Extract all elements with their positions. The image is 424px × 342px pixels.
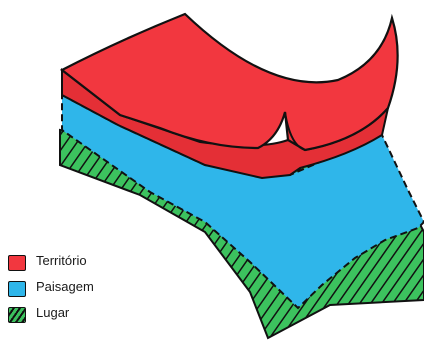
legend-label-paisagem: Paisagem [36,279,94,294]
legend-swatch-territorio [8,255,26,271]
legend-label-lugar: Lugar [36,305,69,320]
legend-label-territorio: Território [36,253,87,268]
legend-swatch-paisagem [8,281,26,297]
legend-swatch-lugar [8,307,26,323]
